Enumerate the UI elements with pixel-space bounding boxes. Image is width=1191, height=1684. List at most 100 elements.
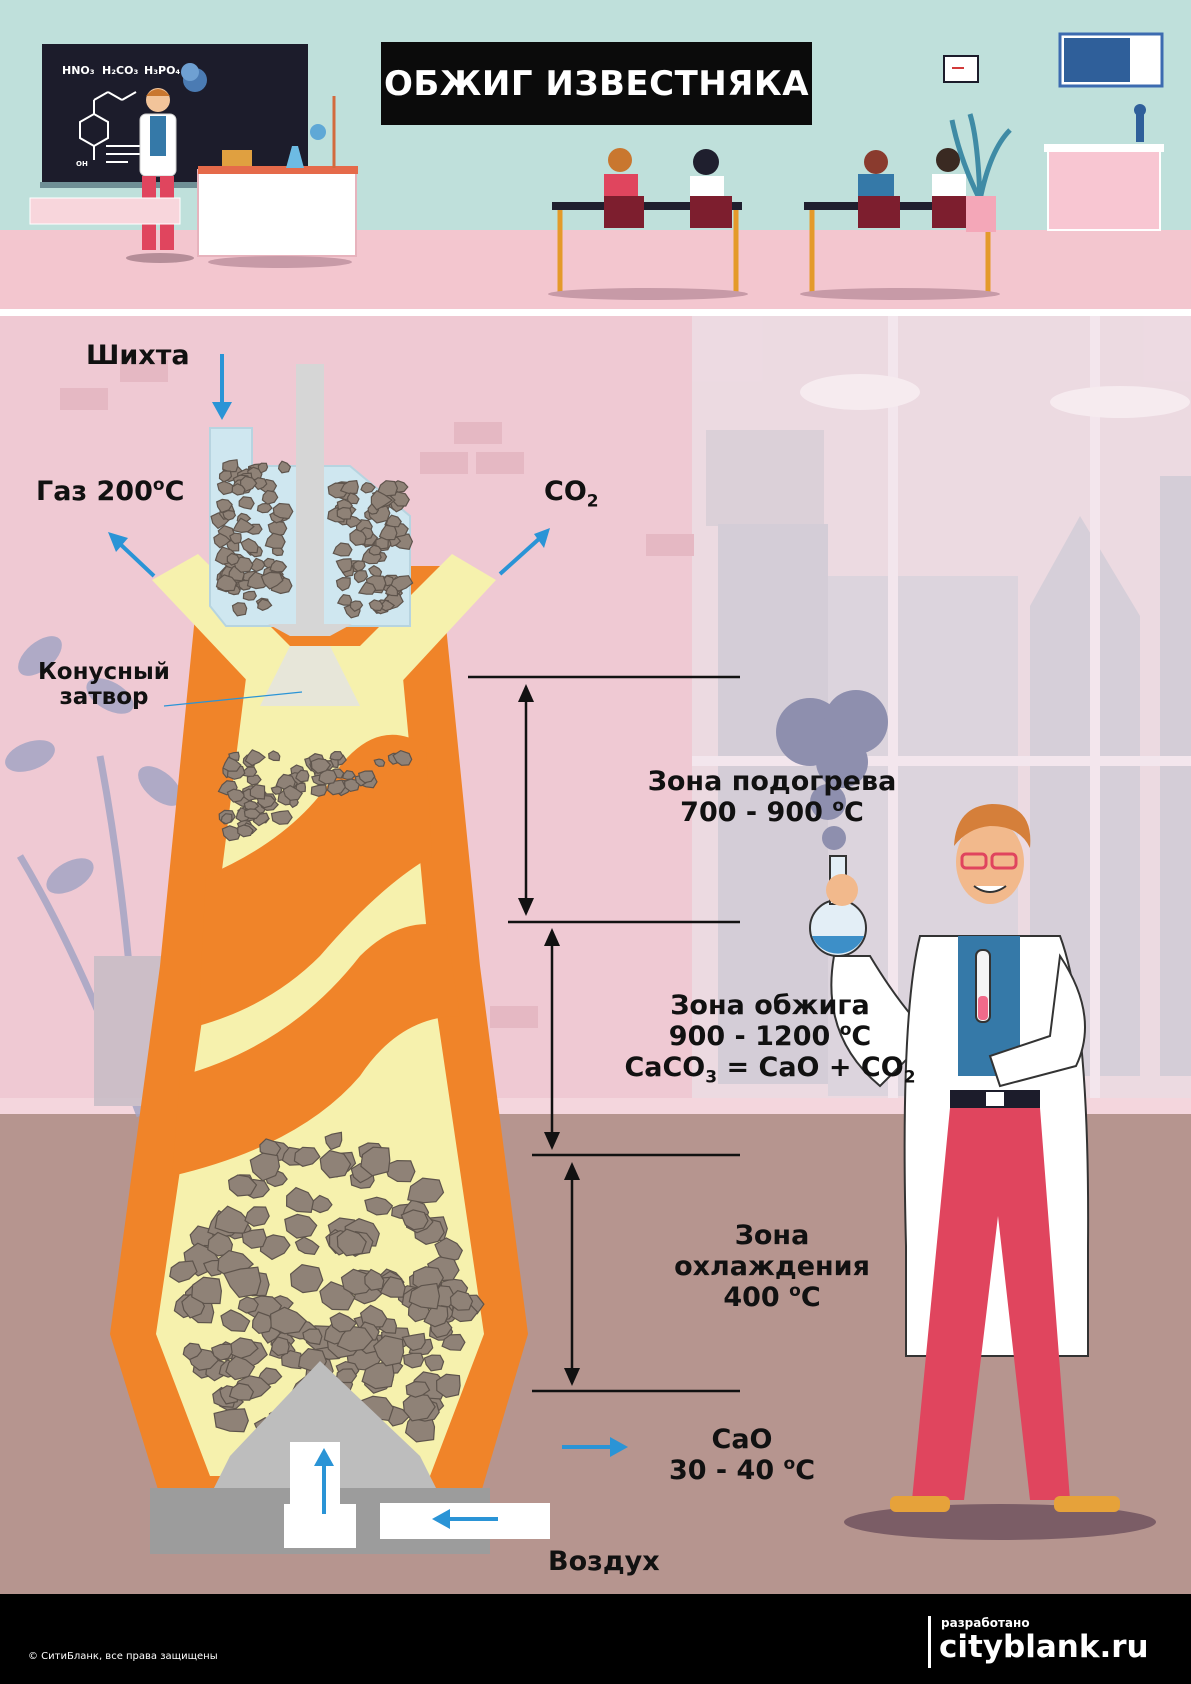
classroom-illustration: [29, 32, 1164, 300]
cone-valve: [260, 646, 360, 706]
limestone-piece: [324, 1131, 343, 1151]
limestone-piece: [169, 1260, 198, 1283]
burning-zone-label: Зона обжига 900 - 1200 оС CaCO3 = CaO + …: [600, 990, 940, 1088]
limestone-piece: [223, 1266, 262, 1299]
limestone-piece: [213, 532, 231, 549]
limestone-piece: [269, 1306, 307, 1335]
cooling-zone-name-line2: охлаждения: [674, 1251, 870, 1283]
limestone-piece: [182, 1342, 203, 1361]
burning-zone-equation: CaCO3 = CaO + CO2: [624, 1052, 916, 1088]
limestone-piece: [232, 517, 255, 534]
kiln-diagram: [5, 316, 1191, 1554]
limestone-piece: [449, 1290, 474, 1311]
limestone-piece: [368, 599, 384, 612]
limestone-piece: [243, 808, 262, 819]
limestone-piece: [249, 783, 266, 800]
limestone-piece: [220, 813, 233, 825]
cao-out-arrow-head: [610, 1437, 628, 1457]
discharge-cone: [210, 1361, 440, 1496]
burning-zone-temp: 900 - 1200 оС: [668, 1020, 872, 1053]
limestone-piece: [339, 480, 359, 495]
limestone-piece: [191, 1276, 223, 1305]
zone-markers: [468, 675, 740, 1393]
trousers: [912, 1108, 1070, 1500]
limestone-piece: [364, 1268, 385, 1291]
limestone-piece: [269, 559, 288, 573]
limestone-piece: [378, 524, 398, 541]
limestone-piece: [441, 1333, 466, 1351]
limestone-piece: [264, 532, 286, 549]
limestone-piece: [318, 769, 338, 785]
gas-arrow: [116, 540, 156, 578]
limestone-piece: [225, 1355, 256, 1381]
limestone-piece: [302, 1328, 323, 1346]
limestone-piece: [277, 460, 292, 474]
limestone-piece: [220, 1309, 251, 1333]
limestone-piece: [332, 542, 353, 557]
limestone-piece: [360, 1146, 391, 1177]
limestone-piece: [326, 779, 346, 796]
limestone-piece: [240, 537, 259, 554]
limestone-piece: [226, 788, 246, 803]
formula-h3po4: H₃PO₄: [144, 64, 181, 77]
limestone-piece: [284, 1213, 318, 1239]
limestone-piece: [347, 492, 360, 505]
classroom-banner: ОБЖИГ ИЗВЕСТНЯКА HNO₃ H₂CO₃ H₃PO₄ OH: [0, 0, 1191, 309]
limestone-piece: [270, 1336, 290, 1357]
kiln-band-preheat: [198, 734, 432, 1026]
limestone-piece: [295, 769, 310, 783]
co2-arrow: [498, 536, 542, 576]
cooling-zone-name-line1: Зона: [734, 1220, 810, 1251]
page-title: ОБЖИГ ИЗВЕСТНЯКА: [383, 63, 810, 104]
limestone-piece: [216, 480, 236, 496]
limestone-piece: [389, 575, 414, 592]
brand-link[interactable]: cityblank.ru: [939, 1629, 1149, 1665]
burning-zone-name: Зона обжига: [670, 990, 870, 1021]
limestone-piece: [244, 1206, 270, 1227]
air-label: Воздух: [548, 1546, 660, 1577]
flow-arrows: [108, 354, 628, 1529]
limestone-pieces: [169, 459, 485, 1449]
limestone-piece: [349, 528, 367, 546]
air-inlet-vertical: [284, 1442, 356, 1548]
feed-arrow-head: [212, 402, 232, 420]
cooling-zone-label: Зона охлаждения 400 оС: [622, 1220, 922, 1313]
limestone-piece: [214, 1205, 250, 1234]
limestone-piece: [251, 1311, 273, 1335]
preheat-zone-name: Зона подогрева: [647, 766, 897, 797]
limestone-piece: [357, 770, 376, 784]
limestone-piece: [215, 574, 238, 592]
developed-by-label: разработано: [941, 1616, 1030, 1630]
limestone-piece: [280, 1349, 303, 1370]
limestone-piece: [408, 1282, 441, 1310]
limestone-piece: [261, 489, 279, 505]
limestone-piece: [237, 1296, 259, 1314]
limestone-piece: [335, 576, 351, 592]
lab-cabinet: [1047, 147, 1161, 231]
section-divider: [0, 309, 1191, 316]
limestone-piece: [228, 1382, 255, 1401]
formula-hno3: HNO₃: [62, 64, 95, 77]
gas-temp-label: Газ 200оС: [36, 475, 185, 507]
limestone-piece: [319, 1149, 352, 1179]
limestone-piece: [336, 1228, 367, 1257]
limestone-piece: [222, 756, 242, 772]
limestone-piece: [260, 571, 284, 590]
limestone-piece: [405, 1380, 431, 1398]
limestone-piece: [353, 569, 369, 584]
limestone-piece: [423, 1354, 445, 1372]
limestone-piece: [270, 810, 293, 825]
limestone-piece: [246, 774, 262, 786]
limestone-piece: [368, 564, 383, 577]
limestone-piece: [237, 824, 254, 838]
limestone-piece: [401, 1332, 426, 1352]
limestone-piece: [210, 1343, 233, 1361]
limestone-piece: [357, 581, 377, 595]
limestone-piece: [310, 784, 328, 797]
limestone-piece: [360, 481, 376, 494]
limestone-piece: [368, 544, 383, 556]
limestone-piece: [372, 1335, 405, 1367]
formula-h2co3: H₂CO₃: [102, 64, 139, 77]
limestone-piece: [227, 1174, 258, 1197]
cone-valve-leader: [163, 691, 303, 707]
